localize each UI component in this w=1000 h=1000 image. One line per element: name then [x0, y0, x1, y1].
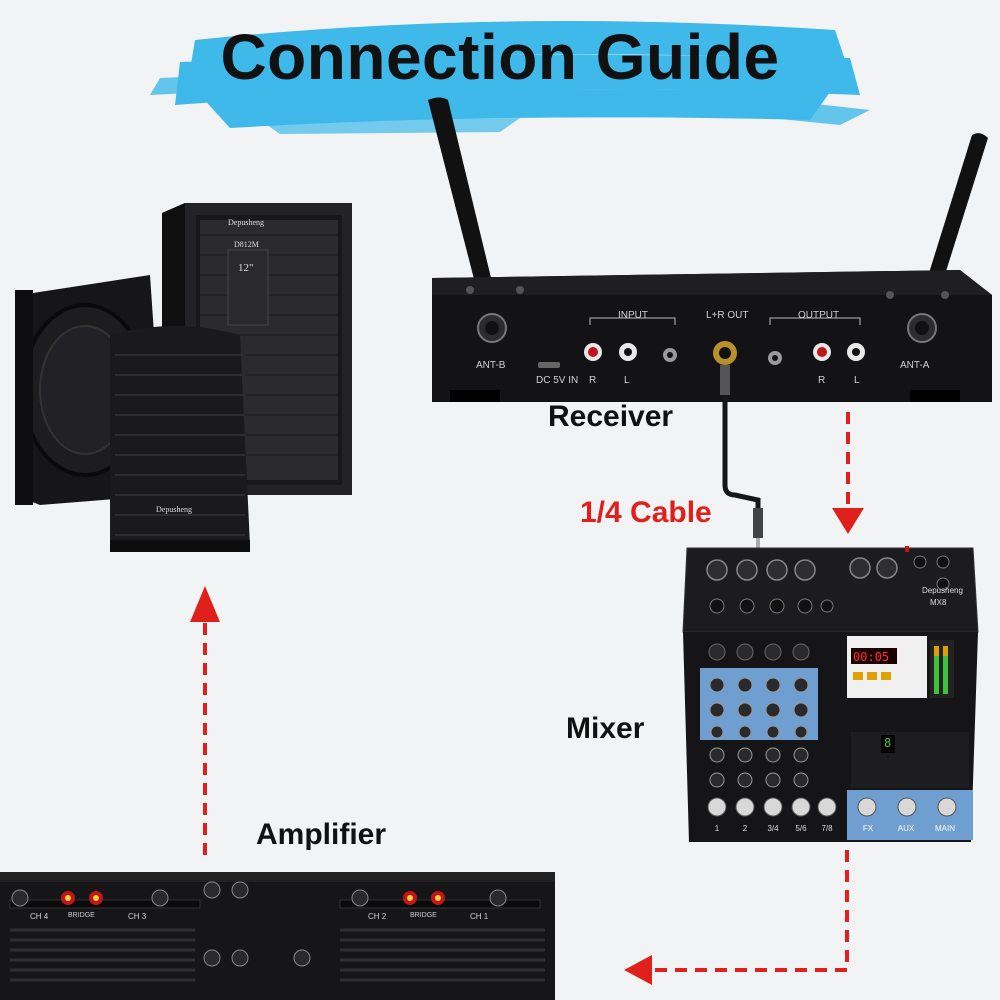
cable-label: 1/4 Cable	[580, 496, 712, 529]
receiver-dc-in-label: DC 5V IN	[536, 375, 579, 386]
amp-bridge-label-left: BRIDGE	[68, 912, 95, 919]
amp-ch1-label: CH 1	[470, 912, 489, 921]
receiver-output-r-label: R	[818, 375, 826, 386]
amp-bridge-label-right: BRIDGE	[410, 912, 437, 919]
speaker-size-label: 12"	[238, 262, 254, 274]
mixer-channel-label: 5/6	[795, 824, 807, 833]
receiver-ant-a-label: ANT-A	[900, 360, 930, 371]
mixer-channel-label: 1	[714, 824, 720, 833]
mixer-main-label: MAIN	[935, 824, 955, 833]
receiver-ant-b-label: ANT-B	[476, 360, 506, 371]
mixer-channel-label: 7/8	[821, 824, 833, 833]
receiver-input-l-label: L	[624, 375, 630, 386]
mixer-fx-label: FX	[862, 824, 874, 833]
amplifier-device	[0, 872, 555, 1000]
mixer-channel-label: 3/4	[767, 824, 779, 833]
arrowhead-down	[832, 508, 864, 534]
amp-ch4-label: CH 4	[30, 912, 49, 921]
mixer-to-amplifier-arrow	[650, 850, 849, 972]
mixer-channel-label: 2	[742, 824, 748, 833]
brush-stroke-background	[150, 21, 870, 134]
mixer-display-readout: 00:05	[853, 650, 890, 664]
speaker-model-label: D812M	[234, 240, 259, 249]
speaker-brand-label: Depusheng	[228, 218, 264, 227]
mixer-brand-label: Depusheng	[922, 586, 963, 595]
receiver-output-l-label: L	[854, 375, 860, 386]
page-title: Connection Guide	[220, 21, 780, 93]
arrowhead-up	[190, 586, 220, 622]
speakers-illustration	[15, 203, 352, 552]
mixer-model-label: MX8	[930, 598, 947, 607]
mixer-label: Mixer	[566, 712, 645, 745]
amp-ch2-label: CH 2	[368, 912, 387, 921]
quarter-inch-cable	[720, 365, 763, 550]
amp-ch3-label: CH 3	[128, 912, 147, 921]
mixer-device	[682, 546, 979, 842]
receiver-label: Receiver	[548, 400, 674, 433]
receiver-device	[428, 97, 992, 402]
mixer-aux-label: AUX	[897, 824, 915, 833]
receiver-input-label: INPUT	[618, 310, 648, 321]
front-speaker-brand-label: Depusheng	[156, 505, 192, 514]
receiver-output-label: OUTPUT	[798, 310, 840, 321]
amplifier-label: Amplifier	[256, 818, 387, 851]
receiver-input-r-label: R	[589, 375, 597, 386]
arrowhead-left	[624, 955, 652, 985]
mixer-fx-number: 8	[884, 736, 892, 750]
receiver-lr-out-label: L+R OUT	[706, 310, 749, 321]
